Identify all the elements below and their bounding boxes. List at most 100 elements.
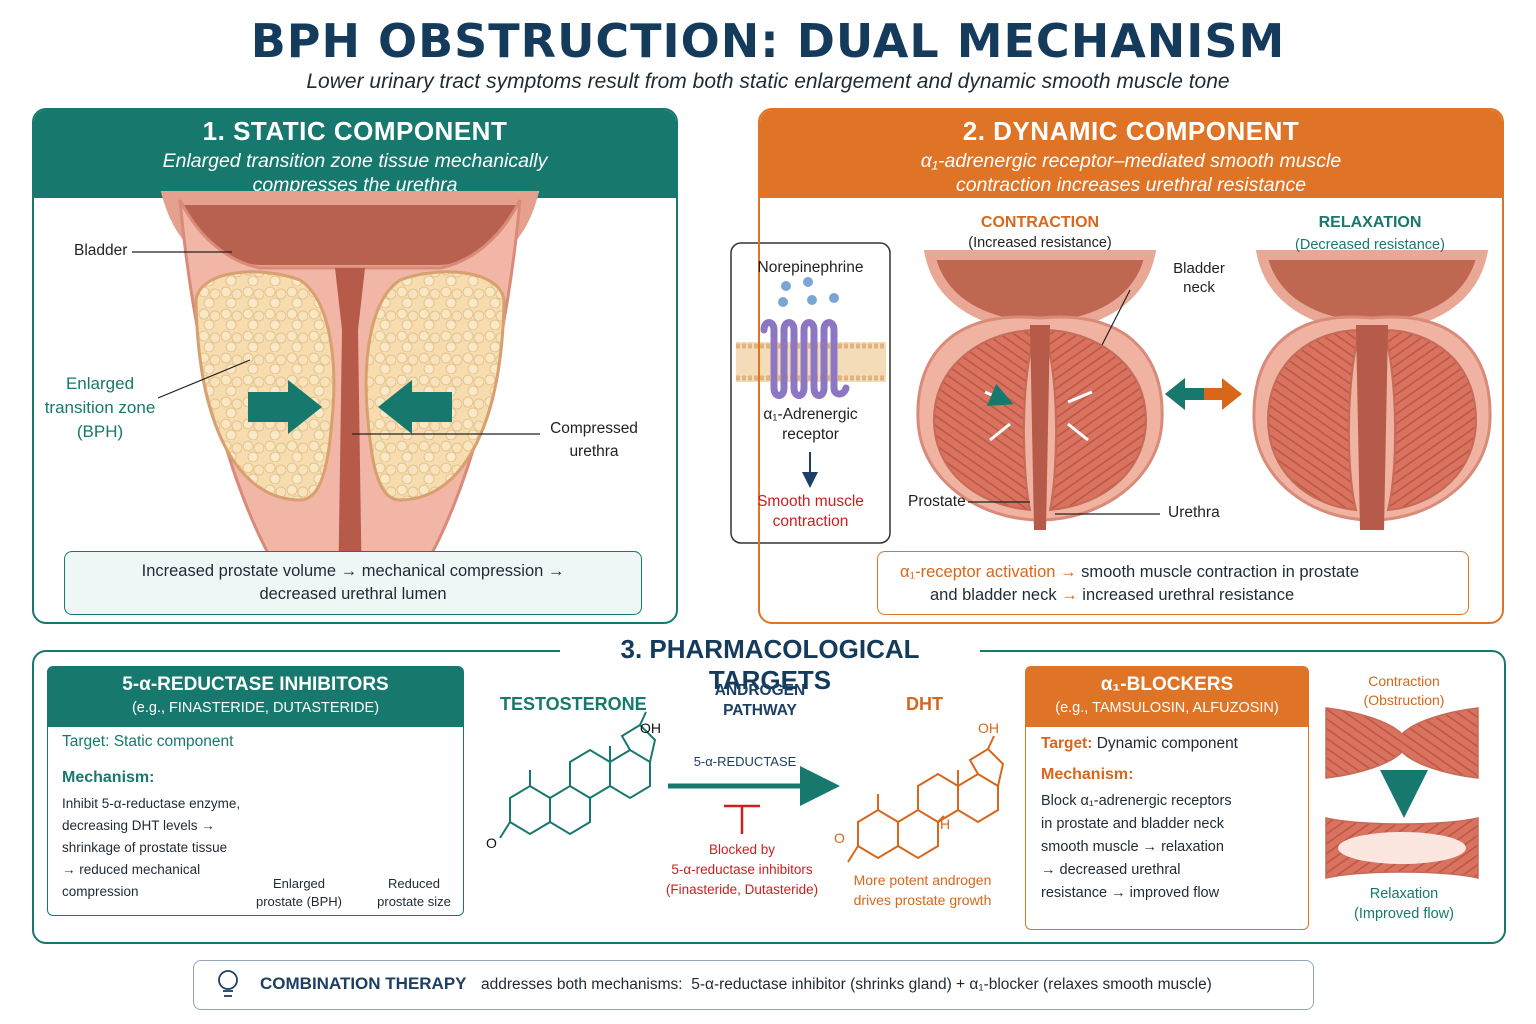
muscle-contraction-1: Contraction (1368, 673, 1440, 689)
label-enlarged-tz: Enlarged transition zone (BPH) (30, 372, 170, 444)
label-smooth-line-2: contraction (772, 513, 849, 530)
dynamic-component-panel: 2. DYNAMIC COMPONENT α₁-adrenergic recep… (758, 108, 1504, 624)
static-panel-header: 1. STATIC COMPONENT Enlarged transition … (34, 110, 676, 198)
label-androgen-pathway: ANDROGEN PATHWAY (690, 681, 830, 721)
label-compressed-urethra: Compressed urethra (548, 417, 640, 463)
combo-text: addresses both mechanisms: 5-α-reductase… (481, 976, 1212, 993)
ari-card: 5-α-REDUCTASE INHIBITORS (e.g., FINASTER… (47, 666, 464, 916)
ari-mechanism-text: Inhibit 5-α-reductase enzyme, decreasing… (62, 793, 240, 903)
ari-m4: → reduced mechanical (62, 862, 201, 877)
static-note-line-1: Increased prostate volume → mechanical c… (141, 562, 565, 580)
muscle-contraction-2: (Obstruction) (1363, 692, 1445, 708)
label-muscle-contraction: Contraction (Obstruction) (1334, 672, 1474, 710)
ari-card-header: 5-α-REDUCTASE INHIBITORS (e.g., FINASTER… (48, 667, 463, 727)
dyn-note-resistance: increased urethral resistance (1082, 586, 1295, 604)
dyn-note-activation: α₁-receptor activation (900, 563, 1056, 581)
label-norepinephrine: Norepinephrine (757, 259, 864, 276)
alpha-card-header: α₁-BLOCKERS (e.g., TAMSULOSIN, ALFUZOSIN… (1026, 667, 1308, 727)
androgen-line-1: ANDROGEN (714, 682, 806, 699)
ari-enlarged-1: Enlarged (272, 876, 326, 891)
compression-arrow-right-icon (378, 380, 452, 434)
potent-line-1: More potent androgen (853, 872, 992, 888)
static-heading: 1. STATIC COMPONENT (202, 116, 508, 146)
static-subheading-1: Enlarged transition zone tissue mechanic… (162, 150, 548, 172)
dyn-note-bladder-neck: and bladder neck (930, 586, 1057, 604)
alpha-target-value: Dynamic component (1096, 735, 1238, 752)
alpha-m1: Block α₁-adrenergic receptors (1041, 793, 1232, 809)
label-receptor-line-2: receptor (782, 426, 839, 443)
label-testosterone: TESTOSTERONE (500, 694, 647, 714)
alpha-mechanism-text: Block α₁-adrenergic receptors in prostat… (1041, 790, 1232, 905)
ari-target-label: Target: (62, 733, 110, 750)
static-summary-note: Increased prostate volume → mechanical c… (64, 551, 642, 615)
ari-m1: Inhibit 5-α-reductase enzyme, (62, 796, 241, 811)
dyn-note-contraction: smooth muscle contraction in prostate (1081, 563, 1359, 581)
muscle-relaxation-2: (Improved flow) (1354, 906, 1454, 922)
label-dht: DHT (906, 694, 943, 714)
dynamic-summary-note: α₁-receptor activation → smooth muscle c… (877, 551, 1469, 615)
ari-enlarged-2: prostate (BPH) (256, 894, 342, 909)
ari-m5: compression (62, 884, 139, 899)
dynamic-subheading-1: α₁-adrenergic receptor–mediated smooth m… (920, 150, 1342, 172)
ari-mechanism-label: Mechanism: (62, 769, 155, 786)
label-receptor: α₁-Adrenergic receptor (731, 405, 890, 445)
alpha-target-label: Target: (1041, 735, 1093, 752)
blocked-line-3: (Finasteride, Dutasteride) (665, 882, 819, 897)
label-testosterone-oh: OH (640, 720, 661, 736)
ari-examples: (e.g., FINASTERIDE, DUTASTERIDE) (131, 700, 380, 716)
label-urethra: Urethra (1168, 504, 1220, 521)
ari-target-value: Static component (113, 733, 234, 750)
combo-label: COMBINATION THERAPY (260, 974, 467, 993)
label-neck-line-1: Bladder (1173, 260, 1225, 277)
label-5ar-enzyme: 5-α-REDUCTASE (693, 754, 797, 769)
combination-therapy-bar (193, 960, 1314, 1010)
lightbulb-icon (218, 970, 238, 997)
label-more-potent: More potent androgen drives prostate gro… (840, 870, 1005, 910)
ari-title: 5-α-REDUCTASE INHIBITORS (122, 674, 389, 695)
alpha-target: Target: Dynamic component (1041, 735, 1238, 753)
label-bladder-neck: Bladder neck (1160, 259, 1238, 297)
static-subheading-2: compresses the urethra (252, 174, 458, 196)
muscle-relaxation-1: Relaxation (1369, 886, 1439, 902)
alpha-m4: → decreased urethral (1041, 862, 1181, 878)
label-relaxation-sub: (Decreased resistance) (1295, 237, 1445, 253)
ari-enlarged-label: Enlarged prostate (BPH) (244, 875, 354, 911)
label-dht-o: O (834, 830, 845, 846)
label-smooth-line-1: Smooth muscle (757, 493, 864, 510)
label-dht-h: H (940, 816, 951, 832)
dynamic-panel-header: 2. DYNAMIC COMPONENT α₁-adrenergic recep… (760, 110, 1502, 198)
pharm-heading: 3. PHARMACOLOGICAL TARGETS (560, 634, 980, 696)
label-smooth-muscle-contraction: Smooth muscle contraction (731, 492, 890, 532)
alpha-m5: resistance → improved flow (1041, 885, 1220, 901)
alpha-m2: in prostate and bladder neck (1041, 816, 1224, 832)
label-urethra-line-1: Compressed (550, 420, 638, 437)
label-prostate: Prostate (908, 493, 966, 510)
ari-reduced-label: Reduced prostate size (366, 875, 462, 911)
blocked-line-2: 5-α-reductase inhibitors (671, 862, 813, 877)
ari-m3: shrinkage of prostate tissue (62, 840, 228, 855)
label-contraction: CONTRACTION (980, 214, 1100, 231)
alpha-examples: (e.g., TAMSULOSIN, ALFUZOSIN) (1055, 700, 1279, 716)
label-receptor-line-1: α₁-Adrenergic (763, 406, 858, 423)
page-subtitle: Lower urinary tract symptoms result from… (306, 70, 1230, 93)
dynamic-subheading-2: contraction increases urethral resistanc… (955, 174, 1307, 196)
alpha-m3: smooth muscle → relaxation (1041, 839, 1224, 855)
ari-target: Target: Static component (62, 733, 233, 751)
androgen-line-2: PATHWAY (723, 702, 797, 719)
label-urethra-line-2: urethra (569, 443, 619, 460)
label-neck-line-2: neck (1183, 279, 1215, 296)
label-tz-line-3: (BPH) (76, 422, 124, 441)
page-title: BPH OBSTRUCTION: DUAL MECHANISM (250, 14, 1286, 68)
alpha-title: α₁-BLOCKERS (1100, 674, 1234, 695)
alpha-blockers-card: α₁-BLOCKERS (e.g., TAMSULOSIN, ALFUZOSIN… (1025, 666, 1309, 930)
ari-reduced-2: prostate size (377, 894, 451, 909)
ari-m2: decreasing DHT levels → (62, 818, 215, 833)
label-relaxation: RELAXATION (1318, 214, 1422, 231)
blocked-line-1: Blocked by (708, 842, 776, 857)
label-testosterone-o: O (486, 835, 497, 851)
label-muscle-relaxation: Relaxation (Improved flow) (1334, 884, 1474, 924)
static-note-line-2: decreased urethral lumen (259, 585, 447, 603)
dynamic-heading: 2. DYNAMIC COMPONENT (962, 116, 1300, 146)
compression-arrow-left-icon (248, 380, 322, 434)
